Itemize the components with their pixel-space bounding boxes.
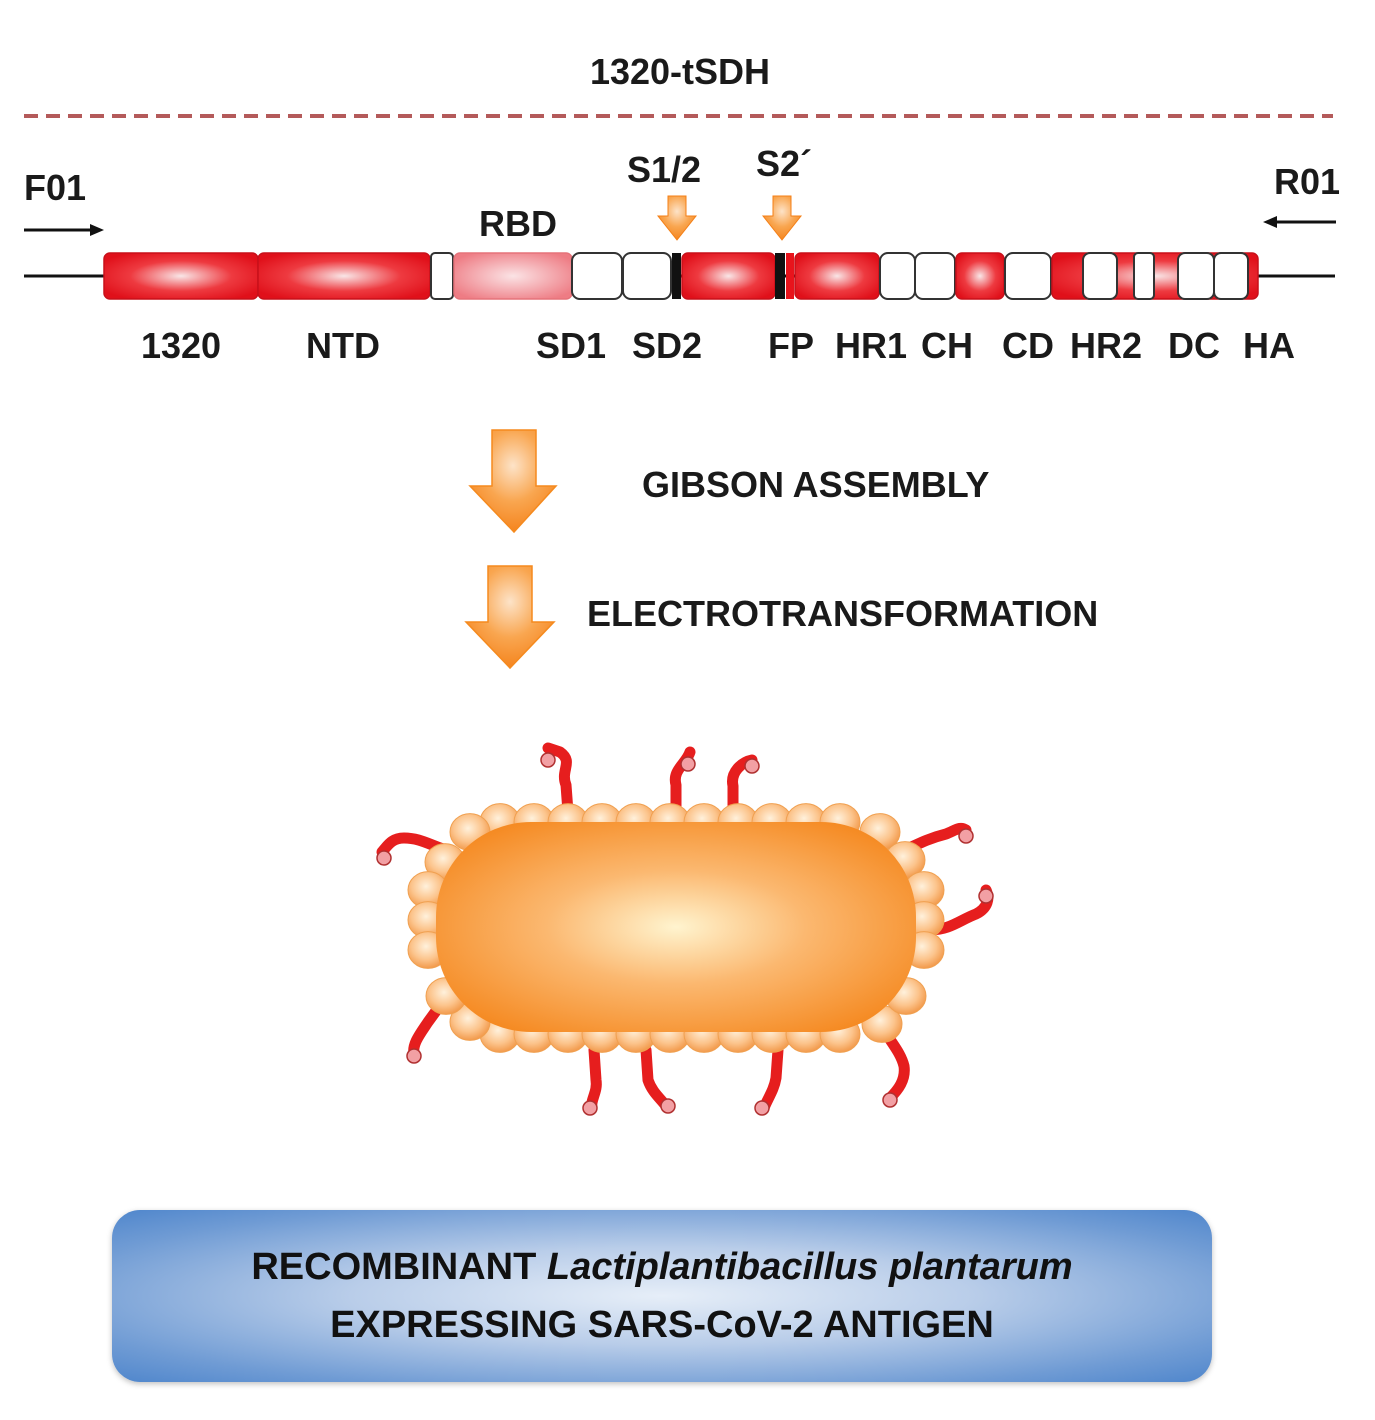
antigen-spike <box>586 1044 602 1114</box>
bacterium-cell <box>376 742 994 1116</box>
antigen-tip <box>958 828 974 844</box>
segment-red-small <box>955 252 1005 300</box>
segment-sd2 <box>622 252 672 300</box>
reverse-primer-arrow-icon <box>1263 216 1336 228</box>
antigen-tip <box>540 752 556 768</box>
segment-cd <box>1004 252 1052 300</box>
construct-segments <box>103 252 1259 300</box>
antigen-tip <box>376 850 392 866</box>
organism-name: Lactiplantibacillus plantarum <box>546 1246 1073 1288</box>
result-line-1: RECOMBINANT Lactiplantibacillus plantaru… <box>251 1238 1072 1296</box>
cell-body <box>436 822 916 1032</box>
domain-label-fp: FP <box>768 325 814 366</box>
segment-sd1 <box>571 252 623 300</box>
cleavage-s1s2-arrow-icon <box>656 195 698 241</box>
cleavage-s2prime-arrow-icon <box>761 195 803 241</box>
segment-1320 <box>103 252 259 300</box>
segment-dc <box>1177 252 1215 300</box>
cleavage-site-s1s2-label: S1/2 <box>627 149 701 190</box>
step-gibson-assembly: GIBSON ASSEMBLY <box>642 464 989 505</box>
antigen-tip <box>744 758 760 774</box>
antigen-spike <box>758 1044 784 1114</box>
result-prefix: RECOMBINANT <box>251 1246 547 1288</box>
antigen-tip <box>406 1048 422 1064</box>
segment-ch <box>914 252 956 300</box>
antigen-spike <box>899 822 972 856</box>
antigen-tip <box>978 888 994 904</box>
domain-label-dc: DC <box>1168 325 1220 366</box>
antigen-tip <box>882 1092 898 1108</box>
cleavage-site-s2prime-label: S2´ <box>756 143 812 184</box>
segment-ntd <box>257 252 431 300</box>
domain-label-hr1: HR1 <box>835 325 907 366</box>
process-arrow-electro-icon <box>464 565 556 670</box>
domain-label-ha: HA <box>1243 325 1295 366</box>
segment-hr2-box <box>1082 252 1118 300</box>
result-box: RECOMBINANT Lactiplantibacillus plantaru… <box>112 1210 1212 1382</box>
construct-title: 1320-tSDH <box>590 51 770 92</box>
domain-label-sd1: SD1 <box>536 325 606 366</box>
segment-fp <box>786 253 794 299</box>
segment-rbd <box>453 252 573 300</box>
segment-hr1 <box>794 252 880 300</box>
antigen-spike <box>376 832 452 858</box>
domain-label-cd: CD <box>1002 325 1054 366</box>
antigen-tip <box>680 756 696 772</box>
antigen-spike <box>542 742 574 818</box>
segment-ha <box>1213 252 1249 300</box>
cleavage-mark-s1s2 <box>672 253 681 299</box>
antigen-tip <box>582 1100 598 1116</box>
domain-label-1320: 1320 <box>141 325 221 366</box>
result-line-2: EXPRESSING SARS-CoV-2 ANTIGEN <box>330 1304 994 1346</box>
segment-hr1-box <box>879 252 916 300</box>
domain-label-sd2: SD2 <box>632 325 702 366</box>
primer-forward-label: F01 <box>24 167 86 208</box>
cleavage-mark-s2prime <box>775 253 785 299</box>
domain-label-hr2: HR2 <box>1070 325 1142 366</box>
antigen-tip <box>754 1100 770 1116</box>
segment-dc-box <box>1133 252 1155 300</box>
primer-reverse-label: R01 <box>1274 161 1340 202</box>
domain-label-ch: CH <box>921 325 973 366</box>
antigen-tip <box>660 1098 676 1114</box>
segment-linker <box>430 252 454 300</box>
forward-primer-arrow-icon <box>24 224 104 236</box>
antigen-spike <box>669 746 696 818</box>
process-arrow-gibson-icon <box>468 429 558 534</box>
segment-s2-region <box>681 252 776 300</box>
antigen-spike <box>640 1044 672 1112</box>
step-electrotransformation: ELECTROTRANSFORMATION <box>587 593 1098 634</box>
domain-label-rbd: RBD <box>479 203 557 244</box>
domain-label-ntd: NTD <box>306 325 380 366</box>
